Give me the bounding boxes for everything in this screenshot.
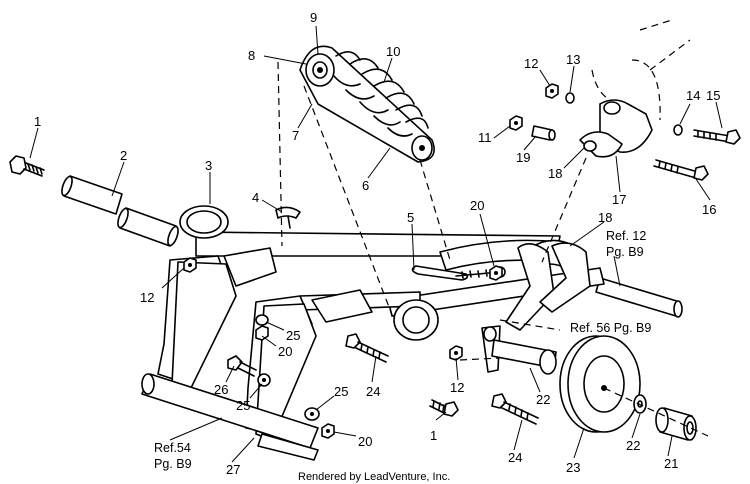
callout-15: 15 [706, 88, 720, 103]
part-nut-20-top [489, 265, 503, 281]
callout-12-left: 12 [140, 290, 154, 305]
part-washer-25-lower [304, 407, 320, 421]
callout-23: 23 [566, 460, 580, 475]
callout-12-lower: 12 [450, 380, 464, 395]
callout-17: 17 [612, 192, 626, 207]
ref-12-line2: Pg. B9 [606, 245, 644, 259]
part-idler-shaft [481, 325, 557, 375]
part-pin-4 [275, 206, 301, 229]
part-bolt-15 [693, 129, 741, 145]
part-nut-11 [509, 115, 523, 131]
callout-11: 11 [478, 130, 492, 145]
ref-12-line1: Ref. 12 [606, 229, 646, 243]
callout-6: 6 [362, 178, 369, 193]
callout-1-lower: 1 [430, 428, 437, 443]
callout-20-top: 20 [470, 198, 484, 213]
part-washer-25-mid [255, 314, 269, 341]
footer-credit: Rendered by LeadVenture, Inc. [298, 471, 450, 483]
ref-56: Ref. 56 Pg. B9 [570, 321, 651, 335]
part-bolt-16 [653, 159, 709, 181]
part-nut-12-lower [449, 345, 463, 361]
part-spacer-tube-2 [61, 175, 179, 247]
part-bolt-24-lower [491, 393, 539, 425]
callout-7: 7 [292, 128, 299, 143]
ref-54-line2: Pg. B9 [154, 457, 192, 471]
callout-25-lower: 25 [334, 384, 348, 399]
callout-4: 4 [252, 190, 259, 205]
callout-20-lower: 20 [358, 434, 372, 449]
callout-19: 19 [516, 150, 530, 165]
callout-10: 10 [386, 44, 400, 59]
part-nut-12-top [545, 83, 559, 99]
callout-18-lower: 18 [598, 210, 612, 225]
callout-5: 5 [407, 210, 414, 225]
leader-lines [29, 25, 723, 463]
callout-numbers: 1 2 3 4 5 6 7 8 9 10 11 12 13 14 15 16 1… [34, 10, 720, 477]
callout-13: 13 [566, 52, 580, 67]
callout-9: 9 [310, 10, 317, 25]
callout-8: 8 [248, 48, 255, 63]
part-shock-absorber [299, 45, 435, 163]
part-spacer-21 [655, 407, 697, 441]
reference-notes: Ref. 12 Pg. B9 Ref. 56 Pg. B9 Ref.54 Pg.… [154, 229, 651, 471]
callout-25-left: 25 [236, 398, 250, 413]
part-washer-13 [565, 92, 575, 104]
callout-27: 27 [226, 462, 240, 477]
callout-1-left: 1 [34, 114, 41, 129]
alignment-lines [277, 61, 709, 437]
callout-14: 14 [686, 88, 700, 103]
callout-22-left: 22 [536, 392, 550, 407]
callout-18-upper: 18 [548, 166, 562, 181]
part-idler-wheel-23 [559, 335, 641, 433]
part-nut-12-left [183, 257, 197, 273]
callout-3: 3 [205, 158, 212, 173]
part-bolt-26 [227, 355, 257, 377]
part-rocker-arms-27 [141, 255, 319, 461]
part-upper-bracket-17 [579, 19, 691, 158]
part-bolt-1-left [9, 155, 45, 177]
callout-26: 26 [214, 382, 228, 397]
callout-25-mid: 25 [286, 328, 300, 343]
part-spacer-19 [531, 125, 556, 141]
callout-21: 21 [664, 456, 678, 471]
callout-24-upper: 24 [366, 384, 380, 399]
part-washer-25-left [257, 373, 271, 387]
callout-20-mid: 20 [278, 344, 292, 359]
callout-22-right: 22 [626, 438, 640, 453]
callout-2: 2 [120, 148, 127, 163]
part-bolt-1-lower [429, 399, 459, 417]
part-nut-20-lower [321, 423, 335, 439]
callout-24-lower: 24 [508, 450, 522, 465]
part-washer-14 [673, 124, 683, 136]
ref-54-line1: Ref.54 [154, 441, 191, 455]
callout-16: 16 [702, 202, 716, 217]
callout-12-top: 12 [524, 56, 538, 71]
part-bolt-24-upper [345, 333, 389, 363]
